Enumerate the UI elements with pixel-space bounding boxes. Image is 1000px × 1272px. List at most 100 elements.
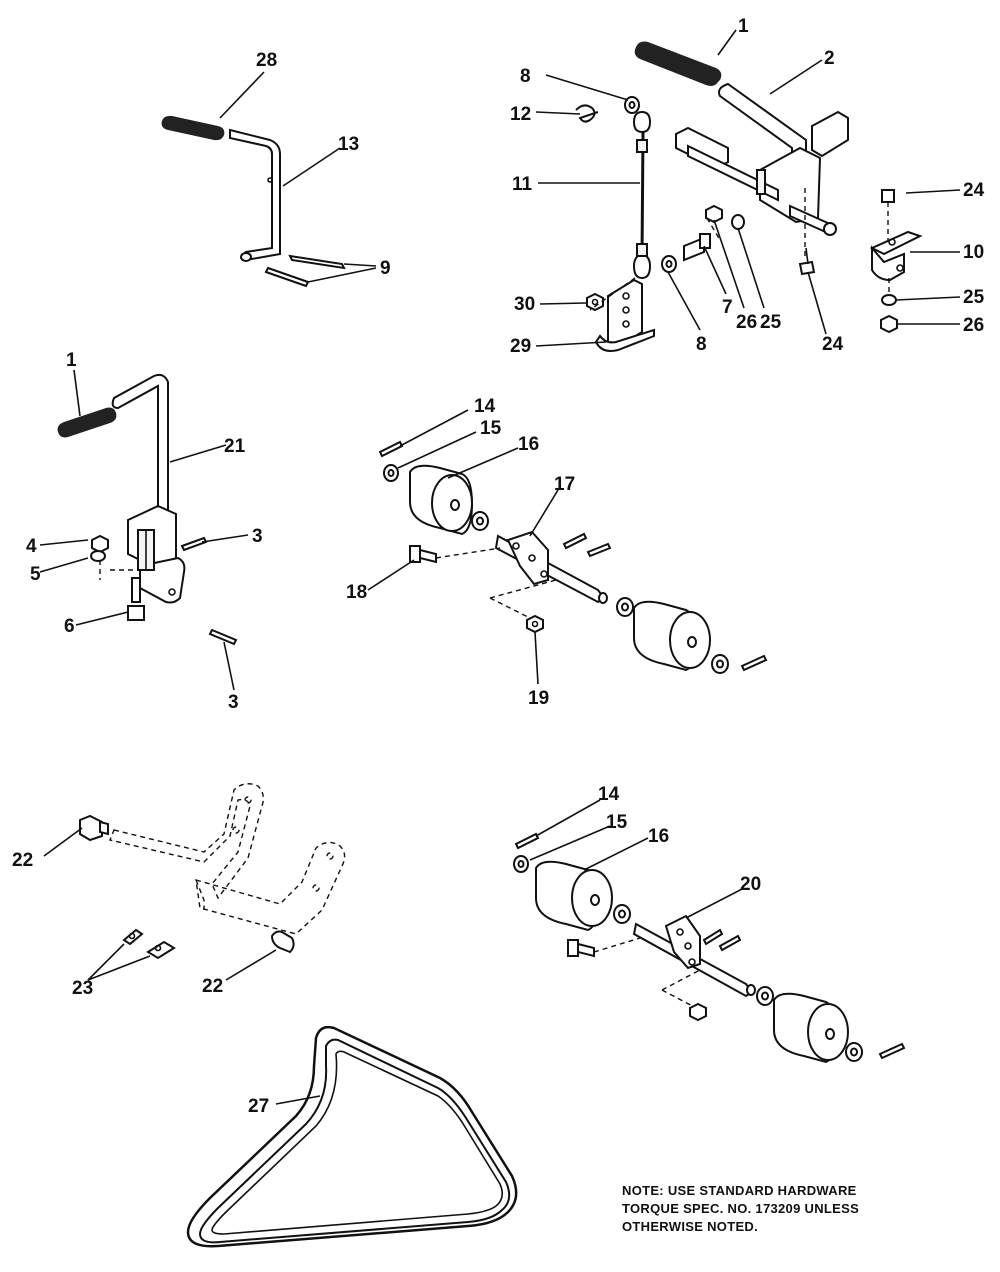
label-21: 21 bbox=[224, 436, 246, 457]
label-2: 2 bbox=[824, 48, 835, 69]
pin-9-a bbox=[288, 254, 346, 270]
grip-1-left bbox=[57, 407, 117, 438]
pin-3-a bbox=[180, 536, 208, 552]
grip-28 bbox=[161, 115, 225, 141]
label-29: 29 bbox=[510, 336, 531, 357]
washer-25-right bbox=[881, 294, 897, 306]
label-23: 23 bbox=[72, 978, 93, 999]
nut-30 bbox=[586, 292, 604, 312]
note-line-2: TORQUE SPEC. NO. 173209 UNLESS bbox=[622, 1201, 859, 1216]
nut-lower bbox=[689, 1002, 707, 1022]
lever-21-assembly bbox=[39, 369, 249, 691]
lever-2 bbox=[675, 82, 849, 236]
label-6: 6 bbox=[64, 616, 75, 637]
nut-26-right bbox=[880, 314, 898, 334]
label-15-lower: 15 bbox=[606, 812, 628, 833]
bolt-24-right bbox=[881, 189, 895, 240]
label-26-mid: 26 bbox=[736, 312, 757, 333]
lever-13 bbox=[229, 128, 281, 262]
label-16-top: 16 bbox=[518, 434, 539, 455]
pulley-16-lower-bottom bbox=[773, 992, 849, 1064]
label-14-lower: 14 bbox=[598, 784, 620, 805]
pins-20 bbox=[702, 928, 742, 952]
arms-22-assembly bbox=[43, 783, 346, 981]
washer-15-low bbox=[616, 597, 634, 617]
label-8-bottom: 8 bbox=[696, 334, 707, 355]
pulley-16-low bbox=[633, 600, 711, 672]
pin-14-end bbox=[740, 654, 768, 672]
label-9: 9 bbox=[380, 258, 391, 279]
pin-14-top bbox=[378, 440, 404, 458]
washer-lower-mid bbox=[613, 904, 631, 924]
label-14-top: 14 bbox=[474, 396, 496, 417]
label-20: 20 bbox=[740, 874, 761, 895]
bracket-29 bbox=[594, 278, 655, 352]
washer-15-lower bbox=[513, 855, 529, 873]
label-19: 19 bbox=[528, 688, 549, 709]
bolt-7 bbox=[683, 233, 711, 262]
bolt-6 bbox=[127, 577, 145, 621]
pin-14-lower bbox=[514, 832, 540, 850]
callout-labels: 1 2 8 12 11 24 10 25 26 30 29 8 7 26 25 … bbox=[12, 16, 985, 1117]
label-7: 7 bbox=[722, 297, 733, 318]
bolt-22-bottom bbox=[270, 930, 295, 954]
bolt-24-top bbox=[798, 247, 816, 276]
washer-lower-end bbox=[756, 986, 774, 1006]
washer-8-top bbox=[624, 96, 640, 114]
idler-17-assembly bbox=[367, 409, 768, 685]
pin-3-b bbox=[208, 628, 238, 646]
lever-assembly-top-right bbox=[535, 29, 961, 352]
label-24-right: 24 bbox=[963, 180, 985, 201]
label-30: 30 bbox=[514, 294, 535, 315]
links-23 bbox=[122, 928, 176, 960]
bolt-18 bbox=[409, 545, 437, 564]
clip-12 bbox=[575, 104, 599, 123]
torque-note: NOTE: USE STANDARD HARDWARE TORQUE SPEC.… bbox=[622, 1183, 859, 1234]
label-5: 5 bbox=[30, 564, 41, 585]
nut-19 bbox=[526, 614, 544, 634]
label-11: 11 bbox=[512, 174, 533, 195]
label-4: 4 bbox=[26, 536, 37, 557]
label-18: 18 bbox=[346, 582, 367, 603]
bracket-10 bbox=[869, 230, 923, 282]
label-3-a: 3 bbox=[252, 526, 263, 547]
label-22-top: 22 bbox=[12, 850, 33, 871]
label-3-b: 3 bbox=[228, 692, 239, 713]
washer-15-top bbox=[383, 464, 399, 482]
arm-17 bbox=[494, 530, 608, 604]
label-17: 17 bbox=[554, 474, 575, 495]
label-12: 12 bbox=[510, 104, 531, 125]
idler-20-assembly bbox=[513, 799, 906, 1064]
pulley-16-top bbox=[409, 464, 474, 536]
lever-13-assembly bbox=[161, 71, 377, 288]
lever-21 bbox=[111, 373, 186, 604]
washer-25-top bbox=[731, 214, 745, 230]
label-25-right: 25 bbox=[963, 287, 985, 308]
label-15-top: 15 bbox=[480, 418, 502, 439]
label-28: 28 bbox=[256, 50, 277, 71]
label-27: 27 bbox=[248, 1096, 269, 1117]
nut-26-top bbox=[705, 204, 723, 224]
washer-5 bbox=[90, 550, 106, 562]
washer-lower-last bbox=[845, 1042, 863, 1062]
label-1-left: 1 bbox=[66, 350, 77, 371]
bolt-22-top bbox=[79, 814, 109, 842]
pin-lower-last bbox=[878, 1042, 906, 1060]
pin-9-b bbox=[264, 266, 310, 288]
bolt-lower bbox=[567, 939, 595, 958]
washer-15-mid bbox=[471, 511, 489, 531]
label-26-right: 26 bbox=[963, 315, 984, 336]
note-line-1: NOTE: USE STANDARD HARDWARE bbox=[622, 1183, 857, 1198]
label-16-lower: 16 bbox=[648, 826, 669, 847]
label-13: 13 bbox=[338, 134, 359, 155]
label-25-mid: 25 bbox=[760, 312, 782, 333]
nut-4 bbox=[91, 534, 109, 554]
label-8-top: 8 bbox=[520, 66, 531, 87]
label-1-top: 1 bbox=[738, 16, 749, 37]
belt-27 bbox=[186, 1025, 518, 1248]
arm-20 bbox=[632, 914, 756, 998]
pulley-16-lower-top bbox=[535, 860, 613, 932]
rod-11 bbox=[632, 110, 652, 280]
washer-8-bottom bbox=[661, 255, 677, 273]
